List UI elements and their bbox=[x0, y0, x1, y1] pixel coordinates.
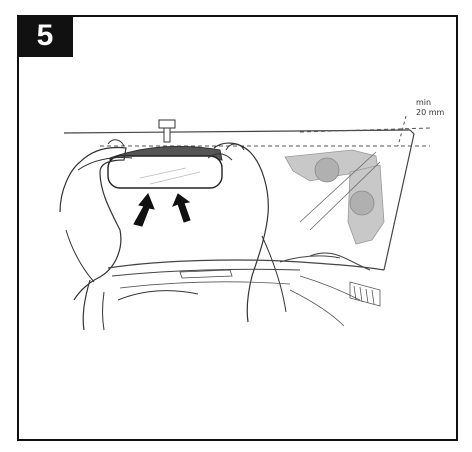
clearance-callout: min 20 mm bbox=[416, 98, 444, 118]
step-number-badge: 5 bbox=[17, 15, 73, 57]
instruction-panel bbox=[17, 15, 458, 441]
clearance-label-distance: 20 mm bbox=[416, 108, 444, 118]
clearance-label-min: min bbox=[416, 98, 444, 108]
